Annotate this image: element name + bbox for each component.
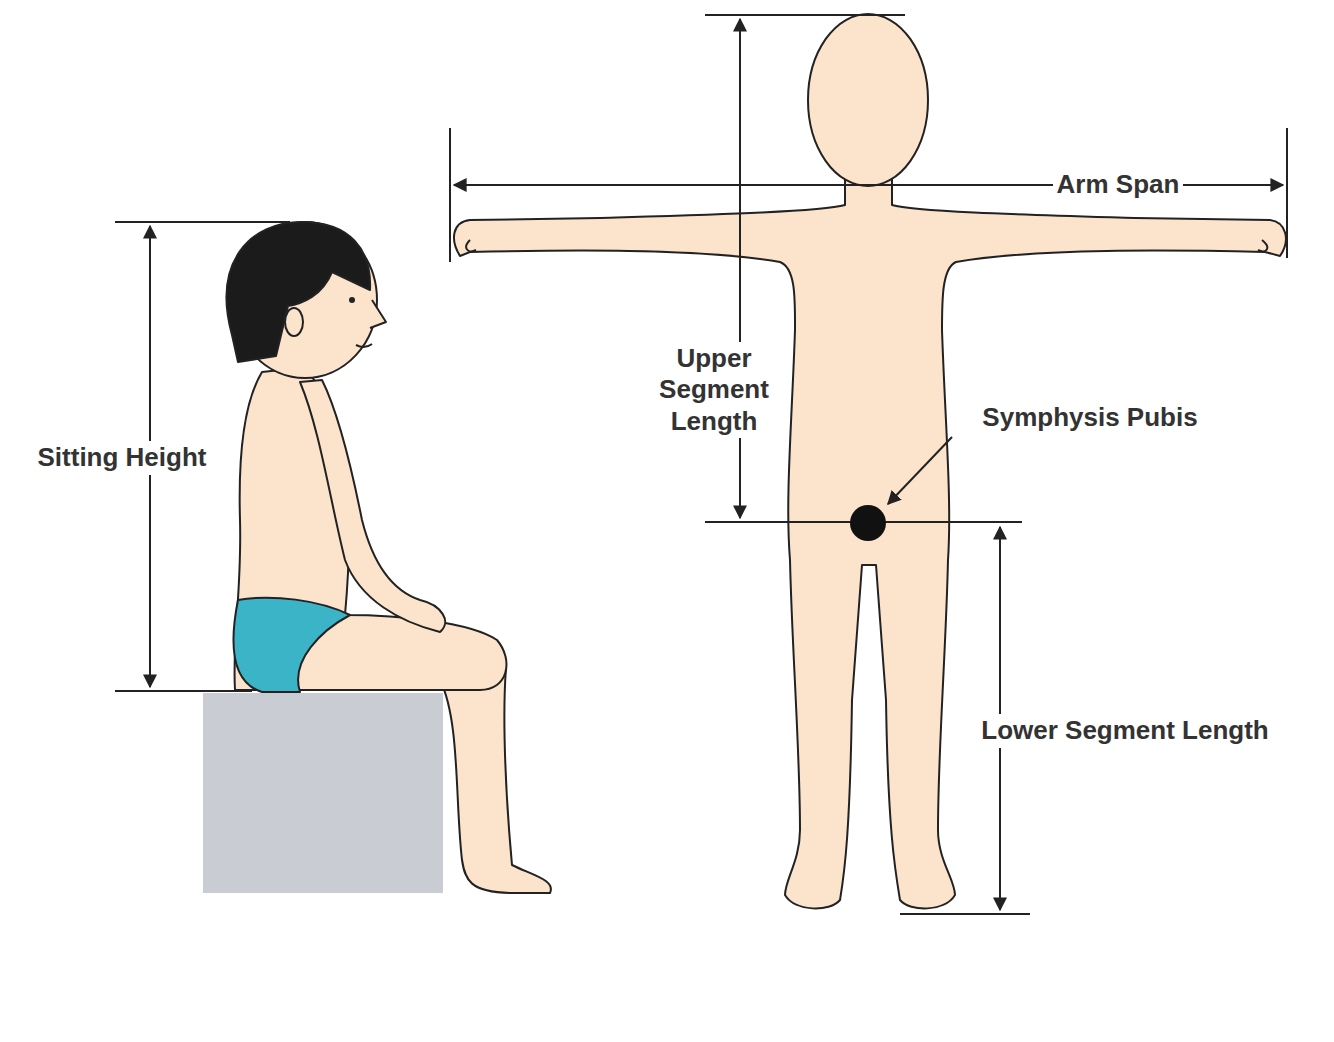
anatomical-label: Symphysis Pubis — [978, 401, 1201, 434]
dimension-lines — [115, 15, 1287, 914]
dimension-label: Sitting Height — [34, 441, 211, 474]
symphysis-dot — [850, 505, 886, 541]
dimension-label: Arm Span — [1053, 168, 1184, 201]
seated-boy — [227, 222, 551, 893]
standing-figure — [454, 14, 1286, 908]
stool — [203, 693, 443, 893]
dimension-label: Upper Segment Length — [640, 342, 788, 438]
dimension-label: Lower Segment Length — [977, 714, 1272, 747]
